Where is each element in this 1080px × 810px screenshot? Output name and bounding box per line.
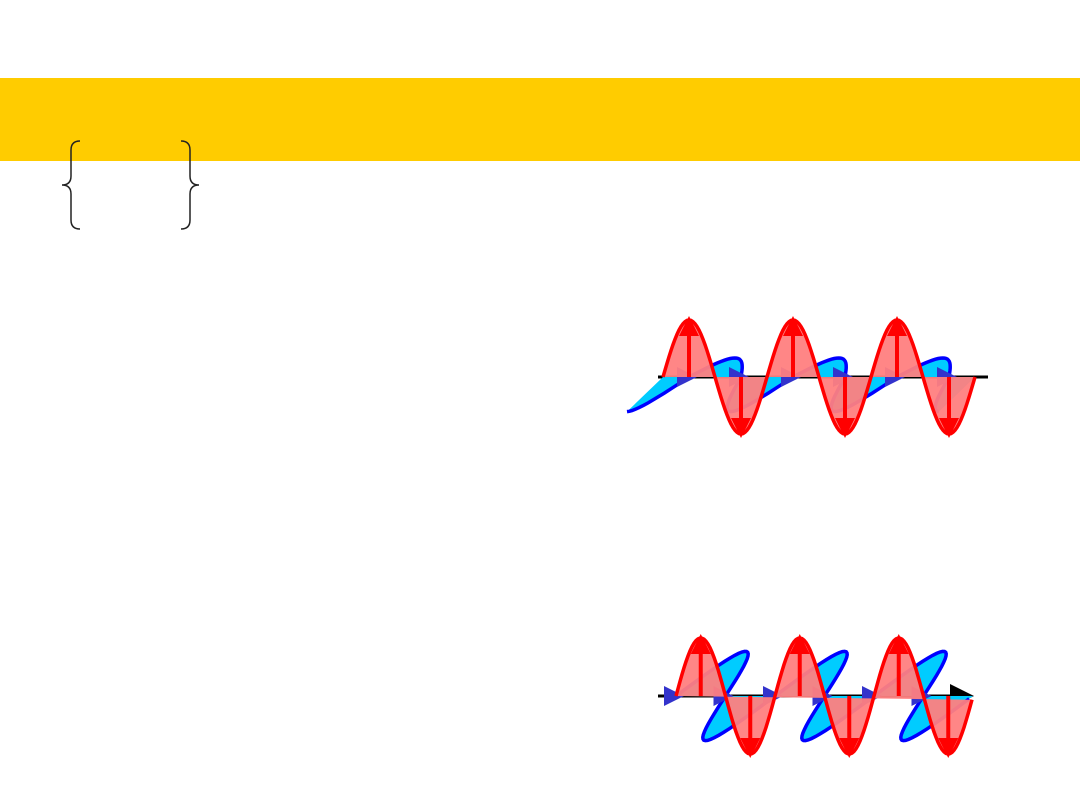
wave-upper-magnetic-field-wave [626, 356, 952, 414]
wave-lower-electric-field-wave [674, 636, 974, 756]
left-curly-brace [61, 140, 81, 230]
right-curly-brace [180, 140, 200, 230]
wave-upper-electric-field-wave [661, 318, 977, 436]
title-banner [0, 78, 1080, 161]
